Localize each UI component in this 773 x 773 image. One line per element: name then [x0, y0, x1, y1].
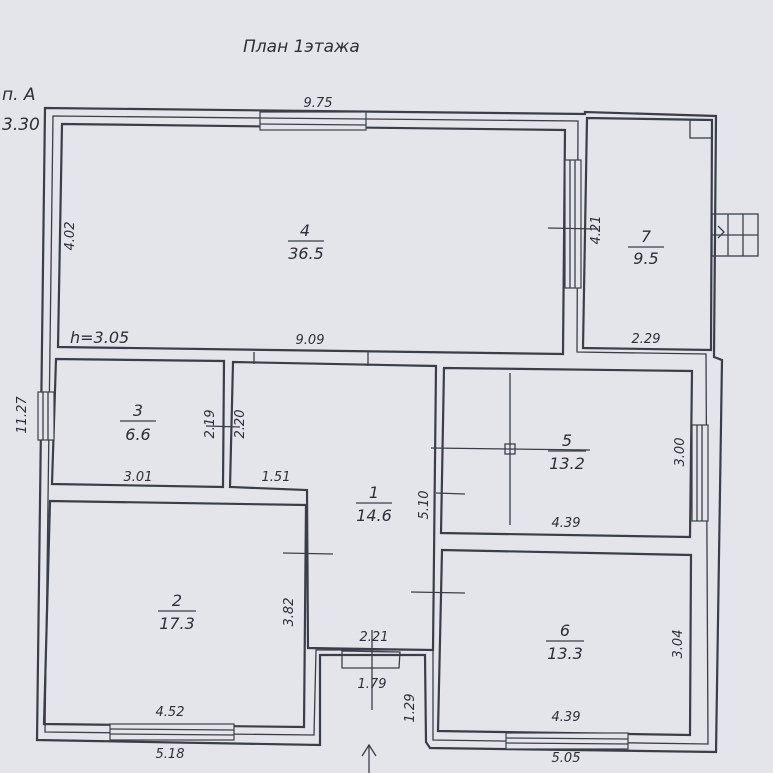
dimension-labels: 9.75 4.02 4.21 9.09 2.29 11.27 2.19 2.20…: [15, 96, 688, 766]
dim-room6-width: 4.39: [552, 710, 581, 725]
room-label-7: 7 9.5: [628, 227, 664, 268]
svg-text:6: 6: [560, 621, 570, 640]
dim-porch-depth: 1.29: [403, 694, 418, 723]
room-label-1: 1 14.6: [356, 483, 392, 525]
dim-room7-height: 4.21: [589, 216, 604, 245]
dim-bottom-right: 5.05: [552, 751, 581, 766]
plan-title: План 1этажа: [243, 37, 360, 57]
dim-room4-width: 9.09: [296, 333, 325, 348]
dim-hall-height: 5.10: [417, 491, 432, 520]
svg-text:9.5: 9.5: [633, 249, 658, 268]
svg-text:17.3: 17.3: [159, 614, 195, 633]
dim-corridor-height: 2.20: [233, 410, 248, 439]
svg-text:6.6: 6.6: [125, 425, 150, 444]
svg-text:5: 5: [562, 431, 572, 450]
dim-left-total: 11.27: [15, 396, 30, 434]
svg-text:13.3: 13.3: [547, 644, 583, 663]
dim-room5-width: 4.39: [552, 516, 581, 531]
room-label-4: 4 36.5: [288, 221, 324, 263]
dim-bottom-left: 5.18: [156, 747, 185, 762]
room-label-6: 6 13.3: [546, 621, 584, 663]
dim-room5-height: 3.00: [673, 438, 688, 467]
guide-lines: [205, 213, 759, 773]
axis-level: 3.30: [2, 115, 40, 135]
dim-top-width: 9.75: [304, 96, 333, 111]
room-label-2: 2 17.3: [158, 591, 196, 633]
dim-room6-height: 3.04: [671, 630, 686, 659]
dim-room7-width: 2.29: [632, 332, 661, 347]
svg-text:1: 1: [369, 483, 379, 502]
openings: [37, 111, 709, 750]
axis-letter: п. А: [2, 85, 36, 105]
dim-room3-height: 2.19: [203, 410, 218, 439]
height-note: h=3.05: [70, 328, 129, 347]
room-walls: [42, 116, 714, 737]
svg-text:2: 2: [172, 591, 182, 610]
dim-hall-offset: 1.51: [262, 470, 291, 485]
svg-text:7: 7: [641, 227, 652, 246]
svg-text:4: 4: [300, 221, 310, 240]
dim-room2-height: 3.82: [282, 598, 297, 627]
svg-text:13.2: 13.2: [549, 454, 585, 473]
dim-hall-width: 2.21: [360, 630, 389, 645]
dim-room2-width: 4.52: [156, 705, 185, 720]
dim-room3-width: 3.01: [124, 470, 153, 485]
svg-text:36.5: 36.5: [288, 244, 324, 263]
dim-porch-width: 1.79: [358, 677, 387, 692]
room-label-3: 3 6.6: [120, 401, 156, 444]
svg-text:3: 3: [133, 401, 143, 420]
dim-room4-height: 4.02: [63, 222, 78, 251]
room-label-5: 5 13.2: [548, 431, 586, 473]
svg-text:14.6: 14.6: [356, 506, 392, 525]
